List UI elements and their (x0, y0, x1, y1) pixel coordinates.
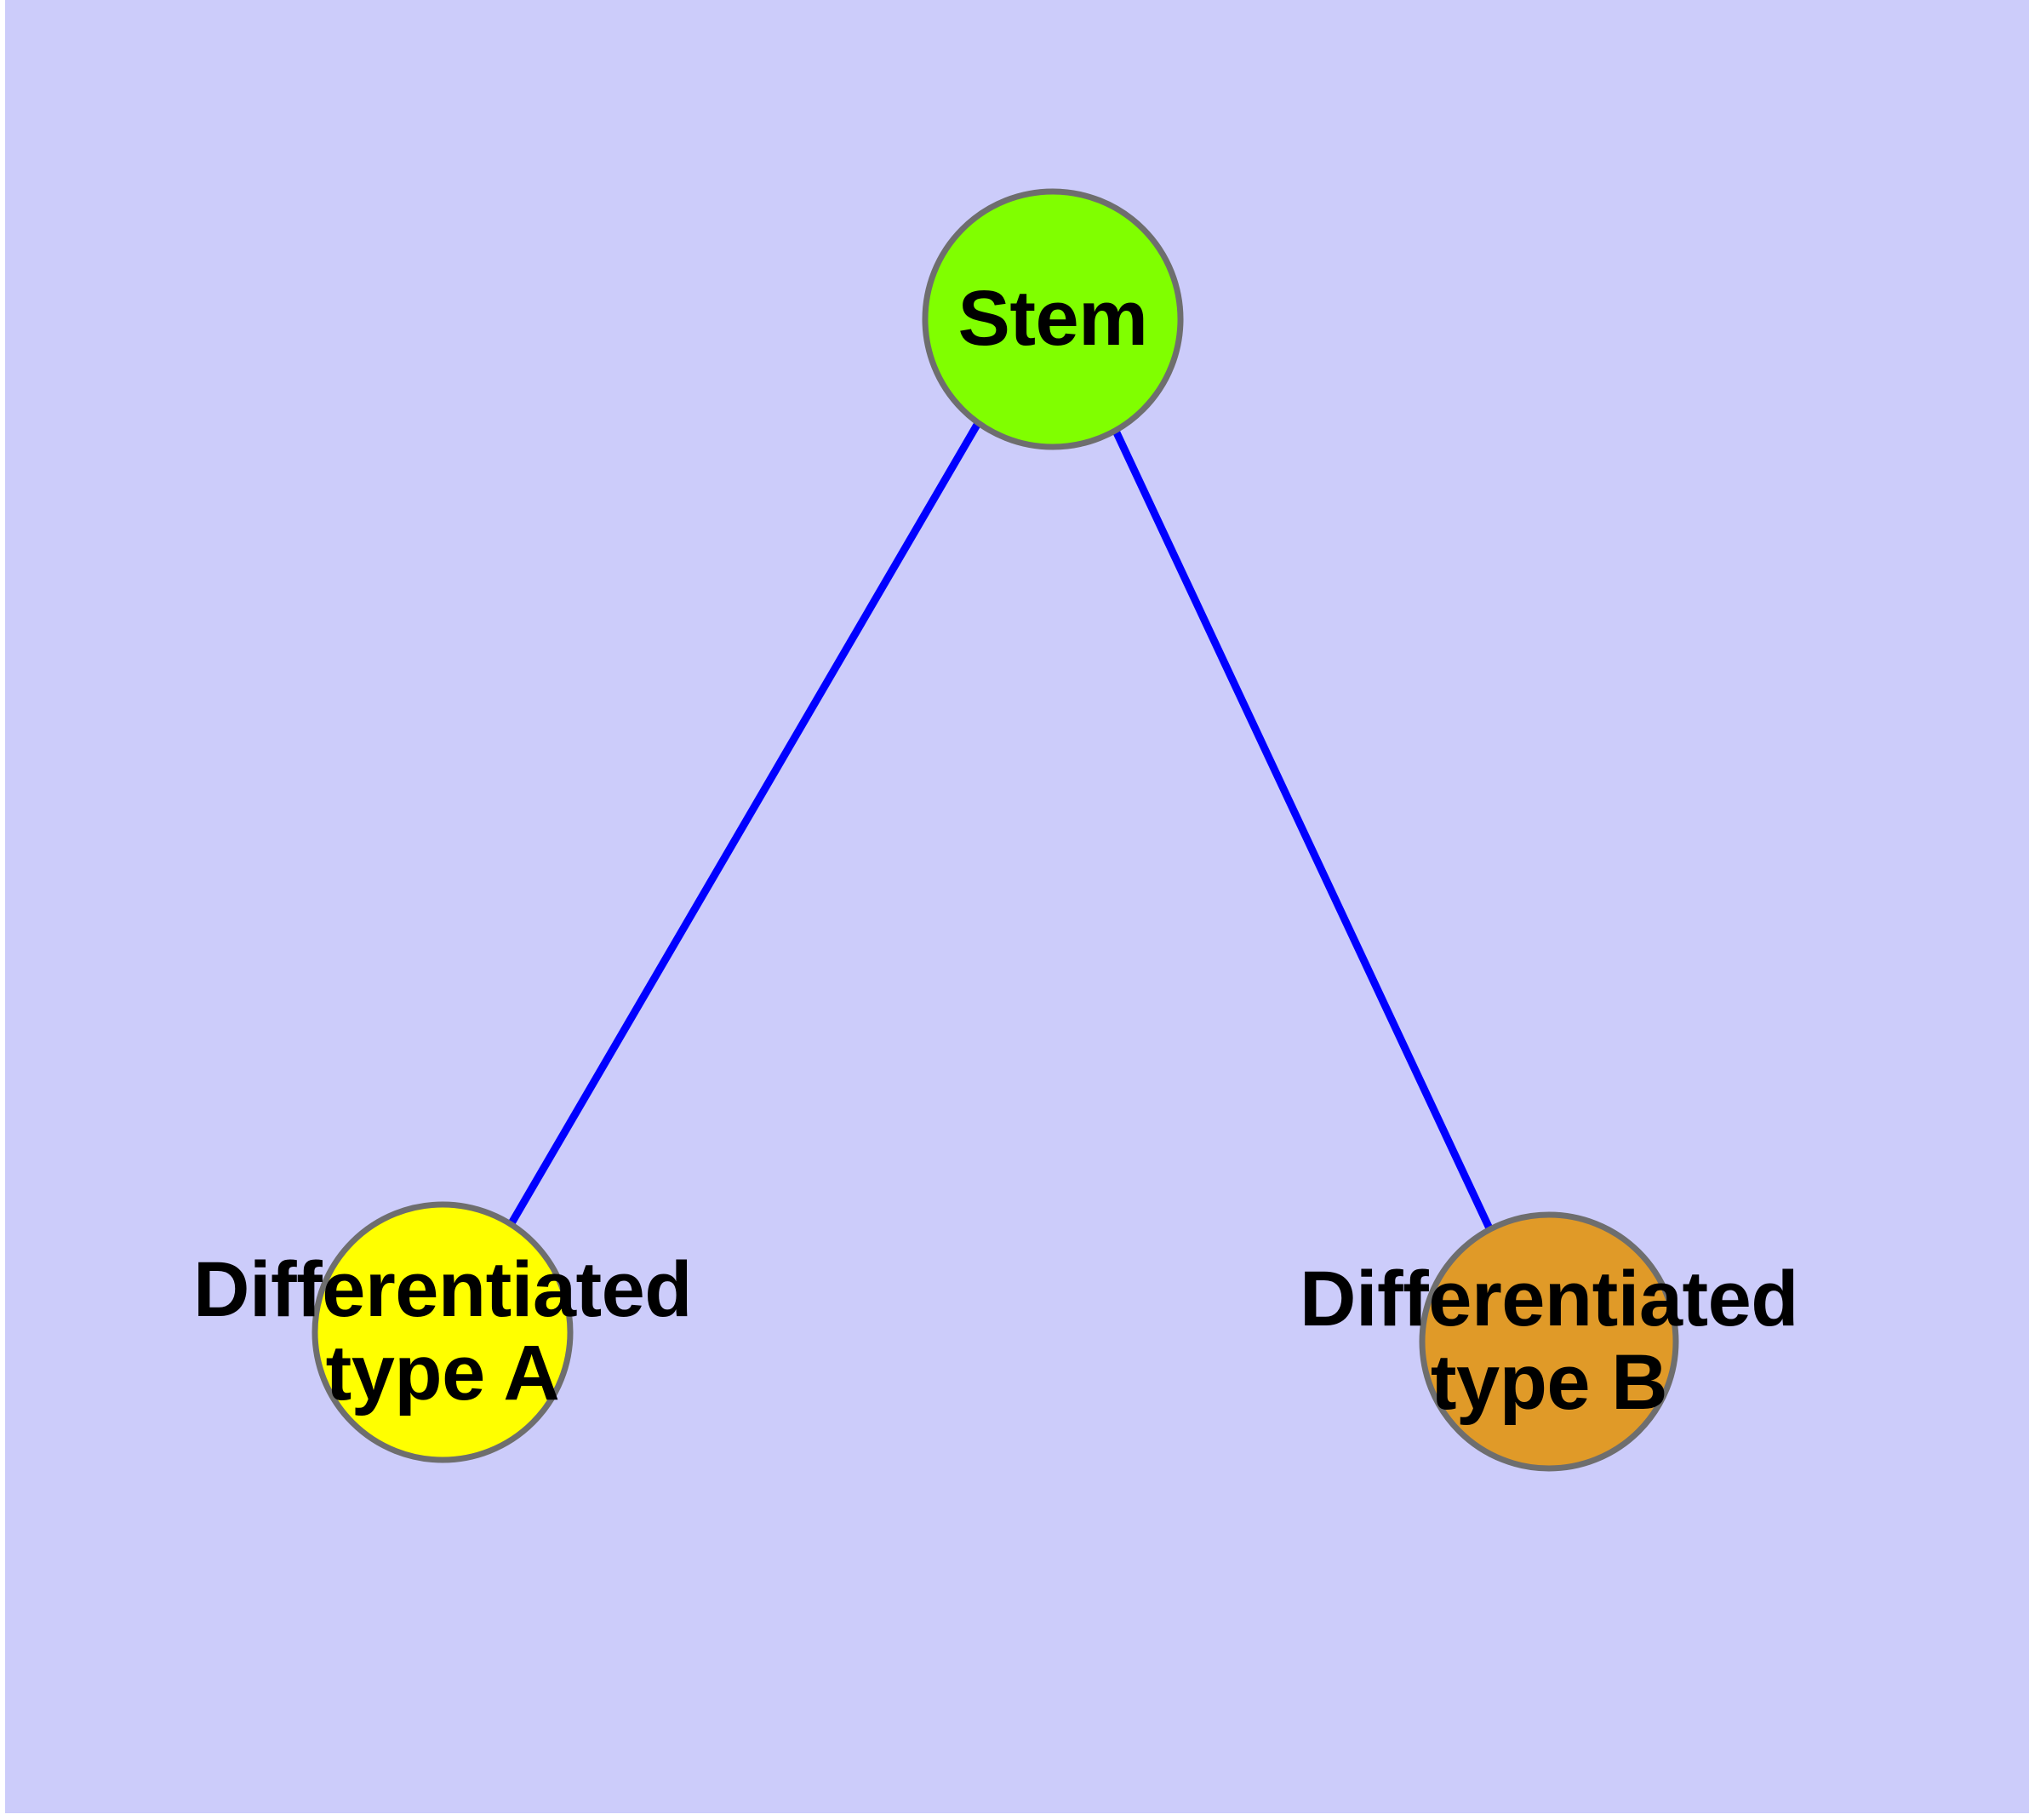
node-differentiated-type-b[interactable] (1419, 1211, 1679, 1472)
edge-layer (508, 422, 1494, 1230)
node-stem[interactable] (922, 188, 1184, 450)
edge-stem-to-differentiated-type-b (1111, 427, 1494, 1230)
edge-stem-to-differentiated-type-a (508, 422, 980, 1226)
node-layer (311, 188, 1679, 1472)
node-differentiated-type-a[interactable] (311, 1201, 574, 1463)
